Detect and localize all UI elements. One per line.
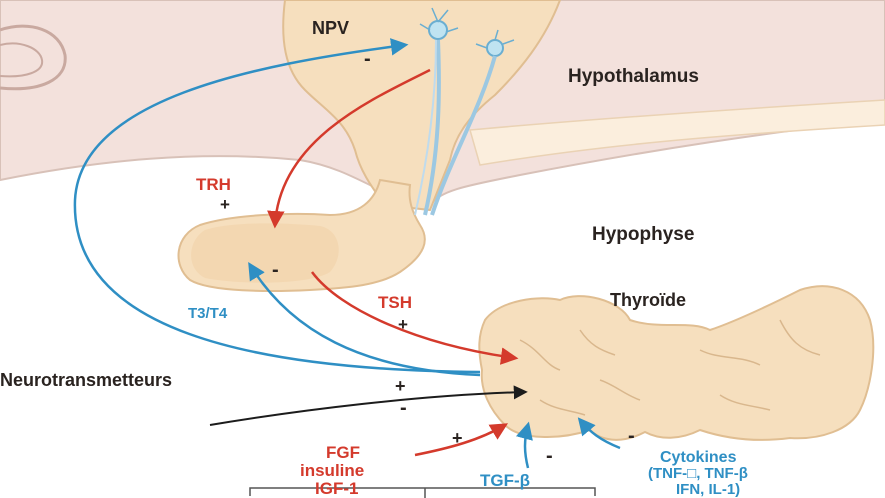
neuro-minus-sign: - (400, 397, 407, 419)
fgf-label: FGF (326, 443, 360, 462)
hypothalamus-label: Hypothalamus (568, 66, 699, 87)
tgf-label: TGF-β (480, 471, 530, 490)
tsh-label: TSH (378, 293, 412, 312)
pituitary-anterior (191, 223, 339, 282)
npv-feedback-sign: - (364, 48, 371, 70)
neurotransmetteurs-label: Neurotransmetteurs (0, 370, 172, 390)
t3t4-label: T3/T4 (188, 305, 228, 322)
growth-plus-sign: + (452, 428, 463, 448)
trh-label: TRH (196, 175, 231, 194)
pituitary-feedback-sign: - (272, 259, 279, 281)
npv-label: NPV (312, 18, 349, 38)
bottom-bracket (250, 488, 595, 498)
cytokines-list-line2: IFN, IL-1) (676, 481, 740, 498)
neurotransmitter-arrow (210, 392, 525, 425)
cytokines-sign: - (628, 425, 635, 447)
thyroide-label: Thyroïde (610, 290, 686, 310)
hypophyse-label: Hypophyse (592, 224, 694, 245)
trh-sign: + (220, 195, 230, 214)
cytokines-label: Cytokines (660, 449, 737, 466)
insuline-label: insuline (300, 461, 364, 480)
cytokines-list-line1: (TNF-□, TNF-β (648, 465, 748, 482)
tsh-sign: + (398, 315, 408, 334)
tgf-sign: - (546, 445, 553, 467)
tgf-arrow (525, 425, 528, 468)
neuro-plus-sign: + (395, 376, 406, 396)
igf-label: IGF-1 (315, 479, 358, 498)
